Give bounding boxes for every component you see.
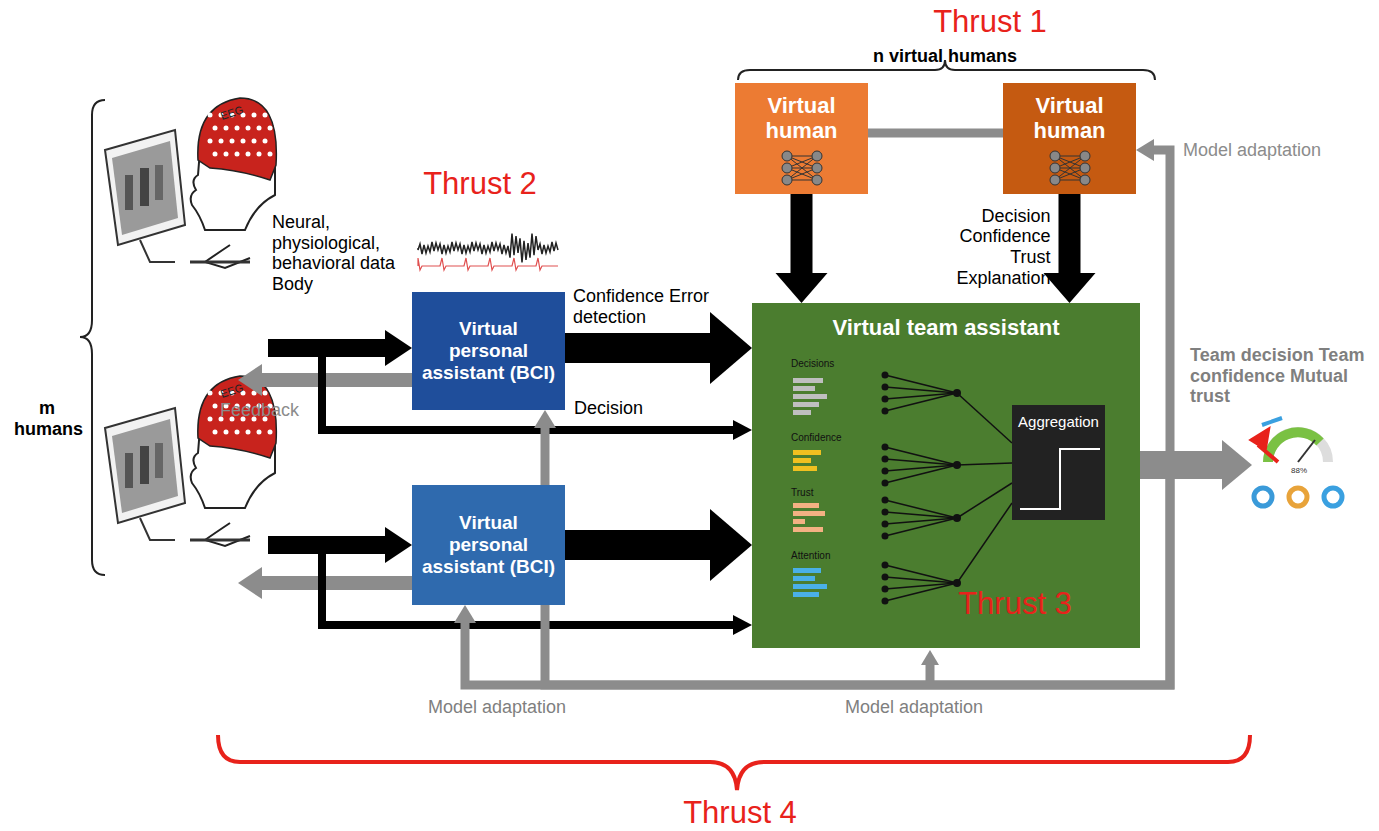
node-text: Virtual team assistant: [832, 315, 1059, 340]
annotation: Decision: [574, 398, 664, 419]
arrow-head: [710, 509, 752, 581]
node-text: Virtual human: [1011, 93, 1128, 144]
arrow-head: [710, 312, 752, 384]
step-function: [1012, 437, 1105, 517]
annotation: Feedback: [220, 400, 310, 421]
node-text: Aggregation: [1018, 413, 1099, 430]
arrow-head: [534, 410, 556, 428]
arrow-head: [454, 605, 476, 623]
process-box: Virtual personal assistant (BCI): [412, 292, 565, 410]
annotation: Model adaptation: [845, 697, 1035, 718]
network-icon: [1033, 148, 1113, 188]
connector: [1059, 194, 1081, 274]
annotation: Confidence: [791, 432, 871, 444]
node-text: Virtual personal assistant (BCI): [420, 318, 557, 384]
connector: [565, 333, 711, 363]
aggregation-box: Aggregation: [1012, 405, 1105, 520]
edge-label: Decision Confidence Trust Explanation: [939, 206, 1051, 289]
node-text: Virtual personal assistant (BCI): [420, 512, 557, 578]
annotation: Neural, physiological, behavioral data B…: [272, 212, 407, 295]
annotation: Trust: [791, 487, 871, 499]
annotation: m humans: [14, 398, 80, 439]
node-text: Virtual human: [743, 93, 860, 144]
annotation: Decisions: [791, 358, 871, 370]
annotation: Attention: [791, 550, 871, 562]
connector: [791, 194, 813, 274]
thrust-label: Thrust 4: [660, 795, 820, 831]
connector: [868, 129, 1003, 138]
annotation: Team decision Team confidence Mutual tru…: [1190, 345, 1375, 407]
annotation: n virtual humans: [840, 46, 1050, 67]
thrust-label: Thrust 2: [405, 166, 555, 202]
annotation: Model adaptation: [428, 697, 618, 718]
arrow-head: [1044, 273, 1096, 303]
process-box: Virtual human: [1003, 83, 1136, 194]
arrow-head: [1136, 139, 1154, 161]
team-panel: Virtual team assistantAggregation: [752, 303, 1140, 648]
annotation: 88%: [1284, 466, 1314, 475]
connector: [565, 530, 711, 560]
arrow-head: [776, 273, 828, 303]
thrust-label: Thrust 1: [905, 4, 1075, 40]
edge-label: Confidence Error detection: [573, 286, 743, 327]
network-icon: [765, 148, 845, 188]
thrust-label: Thrust 3: [940, 586, 1090, 622]
annotation: Model adaptation: [1183, 140, 1373, 161]
process-box: Virtual personal assistant (BCI): [412, 485, 565, 605]
process-box: Virtual human: [735, 83, 868, 194]
connector: [1140, 150, 1170, 465]
